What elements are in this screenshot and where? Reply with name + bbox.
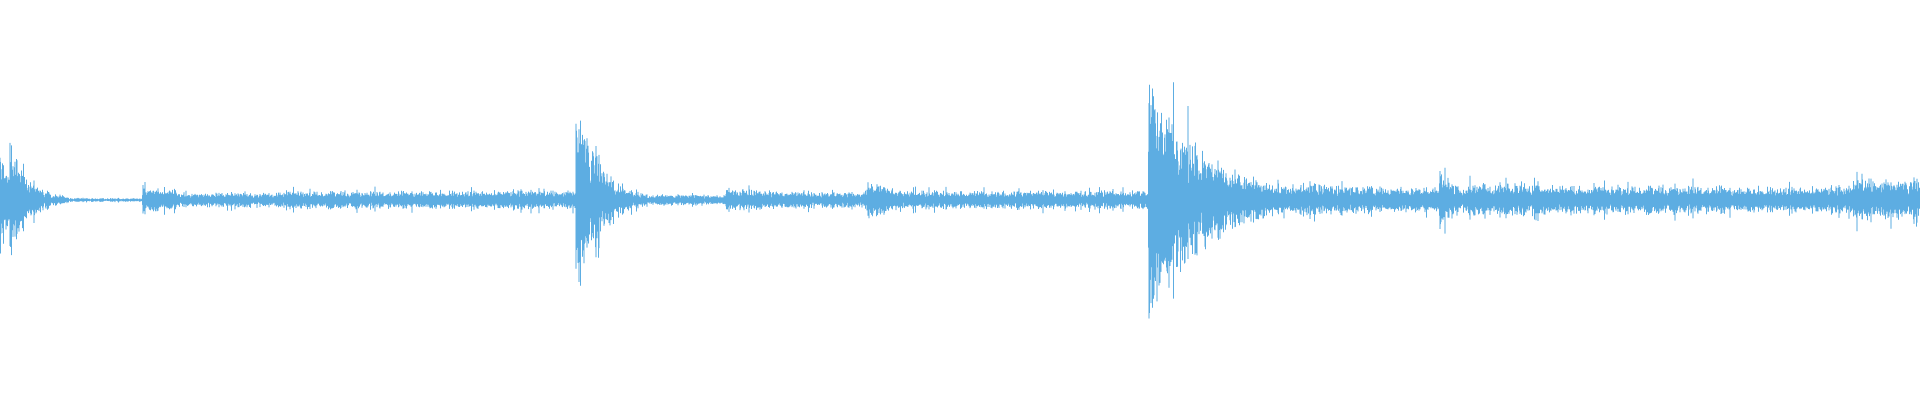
waveform-trace (0, 82, 1920, 319)
